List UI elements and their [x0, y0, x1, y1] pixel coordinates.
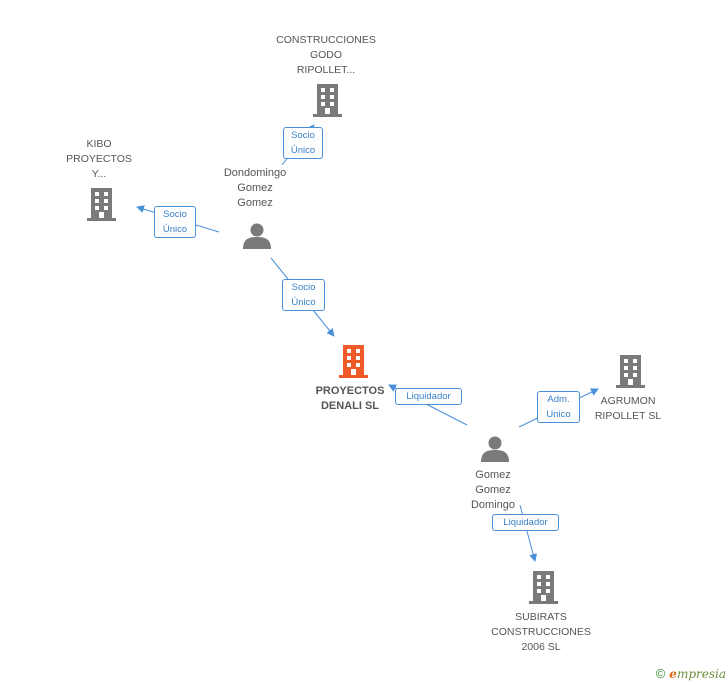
edge-tag-adm-unico-agrumon: Adm. Unico [537, 391, 580, 423]
company-label-subirats[interactable]: SUBIRATS CONSTRUCCIONES 2006 SL [491, 611, 591, 653]
person-icon[interactable] [243, 223, 271, 250]
edge-tag-socio-unico-denali: Socio Único [282, 279, 325, 311]
edge-tag-liquidador-subirats: Liquidador [492, 514, 559, 531]
person-icon[interactable] [481, 436, 509, 463]
building-icon-main[interactable] [339, 345, 368, 378]
company-label-construcciones-godo[interactable]: CONSTRUCCIONES GODO RIPOLLET... [276, 34, 376, 76]
edge-tag-socio-unico-godo: Socio Único [283, 127, 323, 159]
copyright-symbol: © [655, 666, 666, 681]
edge-tag-liquidador-denali: Liquidador [395, 388, 462, 405]
footer-brand: ©empresia [656, 666, 726, 681]
building-icon[interactable] [529, 571, 558, 604]
person-label-gomez-gomez-domingo[interactable]: Gomez Gomez Domingo [470, 469, 516, 511]
brand-logo: empresia [669, 667, 726, 681]
company-label-agrumon[interactable]: AGRUMON RIPOLLET SL [594, 395, 662, 422]
building-icon[interactable] [616, 355, 645, 388]
building-icon[interactable] [87, 188, 116, 221]
building-icon[interactable] [313, 84, 342, 117]
person-label-dondomingo[interactable]: Dondomingo Gomez Gomez [223, 167, 287, 209]
company-label-proyectos-denali[interactable]: PROYECTOS DENALI SL [315, 385, 385, 412]
edge-tag-socio-unico-kibo: Socio Único [154, 206, 196, 238]
company-label-kibo[interactable]: KIBO PROYECTOS Y... [66, 138, 132, 180]
